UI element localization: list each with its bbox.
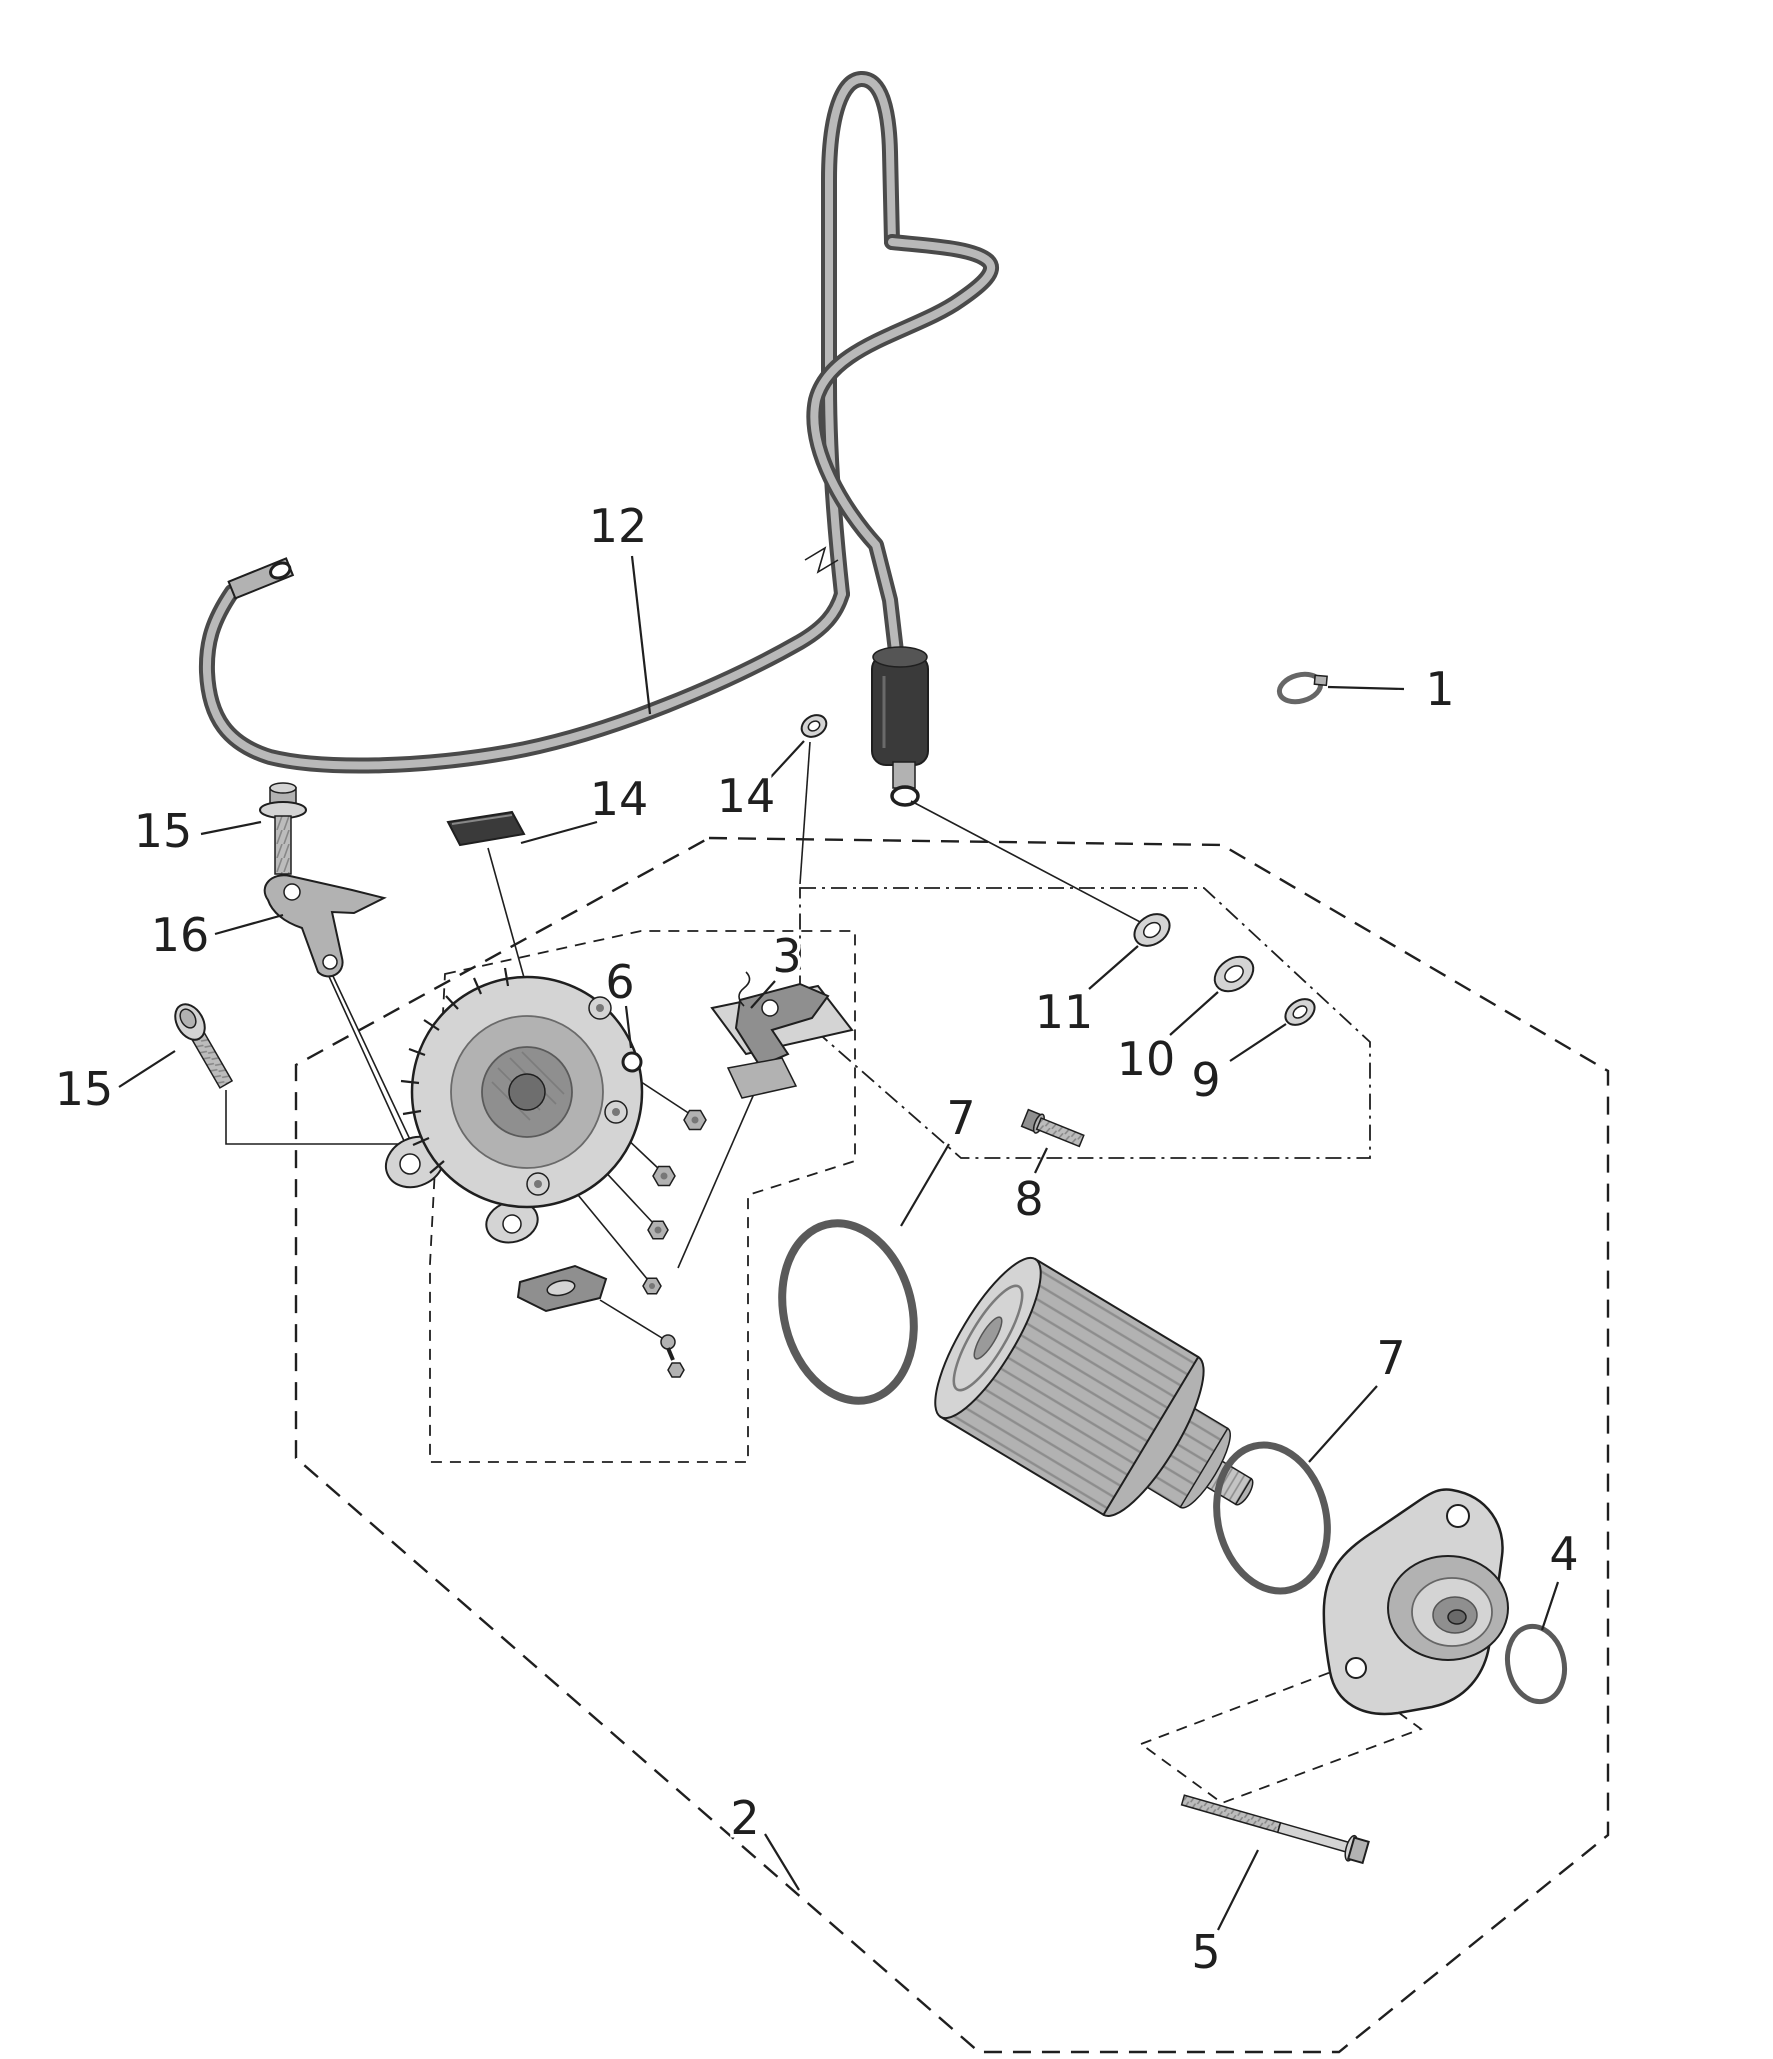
o-ring-rear-drawing <box>1213 1441 1331 1595</box>
bracket-rim-ribs <box>400 967 510 1174</box>
leader-line-part-2 <box>764 1833 800 1891</box>
leader-line-part-10 <box>1169 991 1219 1036</box>
part-label-10: 10 <box>1117 1032 1176 1086</box>
part-label-16: 16 <box>151 908 210 962</box>
grommet-nut-drawing <box>800 714 828 738</box>
bolt-head <box>179 1008 197 1029</box>
bracket-hole <box>322 954 338 970</box>
bolt-head <box>1346 1836 1370 1865</box>
part-label-15: 15 <box>134 804 193 858</box>
mounting-hole <box>1446 1504 1470 1528</box>
cable-ring-terminal <box>890 761 920 807</box>
leader-line-part-3 <box>750 980 776 1009</box>
plain-washer-drawing <box>1284 998 1316 1026</box>
leader-line-part-11 <box>1088 945 1139 990</box>
bolt-shank <box>1276 1821 1354 1854</box>
assembly-boundary-outline <box>294 836 1610 2054</box>
leader-line-part-14 <box>520 820 598 845</box>
cable-clamp-mark <box>804 546 839 574</box>
leader-line-part-9 <box>1229 1023 1287 1062</box>
rear-bracket-drawing <box>1322 1488 1509 1716</box>
brush-fasteners-drawing <box>642 1109 707 1295</box>
leader-line-part-15 <box>118 1050 176 1088</box>
part-label-4: 4 <box>1549 1527 1578 1581</box>
brush-bracket <box>726 1057 798 1099</box>
mounting-hole <box>399 1153 421 1175</box>
brush-assembly-boundary <box>429 930 856 1463</box>
leader-line-part-1 <box>1327 685 1405 691</box>
cable-boot <box>871 646 929 766</box>
terminal-nut-drawing <box>1133 913 1171 947</box>
center-bore <box>508 1073 546 1111</box>
spring-washer-drawing <box>1213 955 1255 993</box>
alignment-lines <box>225 741 1145 1339</box>
through-bolt-drawing <box>1180 1794 1370 1865</box>
leader-line-part-4 <box>1540 1581 1560 1631</box>
part-label-6: 6 <box>605 955 634 1009</box>
part-label-3: 3 <box>772 929 801 983</box>
o-ring-small-drawing <box>1504 1623 1568 1705</box>
front-bracket-drawing <box>384 967 644 1244</box>
cable-terminal-lug <box>227 557 295 600</box>
o-ring-front-drawing <box>778 1219 918 1405</box>
part-label-15: 15 <box>55 1062 114 1116</box>
mounting-hole <box>502 1214 522 1234</box>
part-label-8: 8 <box>1014 1172 1043 1226</box>
mounting-hole <box>1345 1657 1367 1679</box>
leader-line-part-7 <box>1308 1385 1378 1463</box>
part-label-7: 7 <box>946 1091 975 1145</box>
through-bolt-boundary <box>1139 1667 1423 1805</box>
cable-left-run <box>198 584 850 774</box>
seal-ring-drawing <box>621 1051 643 1073</box>
part-label-2: 2 <box>730 1791 759 1845</box>
part-label-9: 9 <box>1191 1053 1220 1107</box>
part-label-12: 12 <box>589 499 648 553</box>
cable-clamp-drawing <box>1276 671 1328 705</box>
leader-line-part-14 <box>768 740 805 780</box>
brush-lever <box>734 982 830 1068</box>
screw-nut <box>667 1362 685 1378</box>
rubber-pad-drawing <box>446 810 526 847</box>
bracket-hole <box>283 883 301 901</box>
bolt-shank <box>274 815 292 875</box>
part-label-14: 14 <box>717 769 776 823</box>
cable-bracket-drawing <box>263 874 387 978</box>
leader-line-part-6 <box>624 1005 633 1049</box>
terminal-bolt-drawing <box>1020 1108 1085 1148</box>
screw-head <box>660 1334 676 1350</box>
part-label-11: 11 <box>1035 985 1094 1039</box>
flange-bolt-lower-drawing <box>174 1003 234 1089</box>
brush-plate-lower-drawing <box>516 1264 685 1378</box>
part-label-5: 5 <box>1191 1925 1220 1979</box>
leader-line-part-12 <box>630 555 652 715</box>
bolt-threads <box>1180 1794 1282 1834</box>
leader-line-part-15 <box>200 820 262 836</box>
part-label-14: 14 <box>590 772 649 826</box>
bolt-shank <box>188 1027 234 1089</box>
bracket-bolt-bosses <box>526 996 628 1196</box>
leader-line-part-7 <box>900 1143 950 1227</box>
bolt-shank <box>1035 1117 1085 1148</box>
battery-cable-drawing <box>198 71 999 807</box>
part-label-7: 7 <box>1376 1331 1405 1385</box>
flange-bolt-upper-drawing <box>259 782 307 875</box>
leader-line-part-16 <box>214 913 284 936</box>
leader-line-part-5 <box>1217 1849 1259 1931</box>
brush-holder-drawing <box>710 971 854 1099</box>
leader-line-part-8 <box>1034 1147 1048 1174</box>
armature-drawing <box>934 1256 1254 1517</box>
part-label-1: 1 <box>1425 662 1454 716</box>
